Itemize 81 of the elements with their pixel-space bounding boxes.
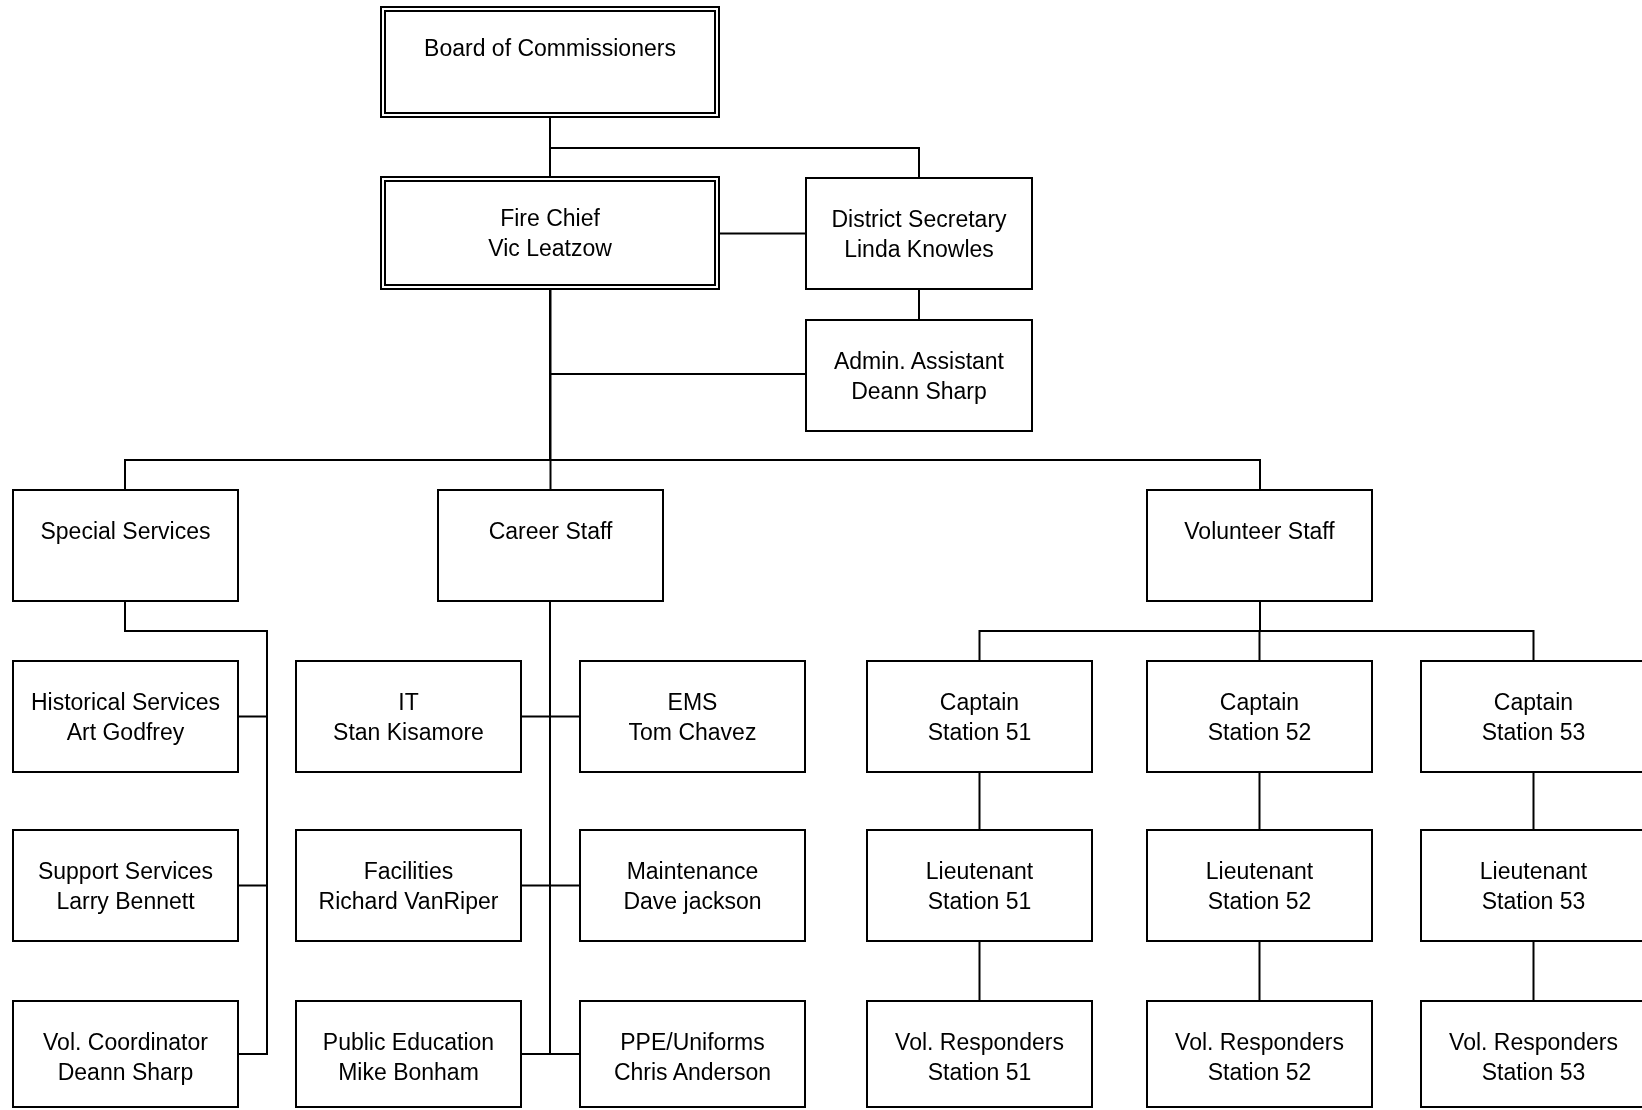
person-name: Stan Kisamore (332, 718, 485, 747)
org-box (1146, 489, 1373, 602)
role-title: Board of Commissioners (423, 34, 677, 63)
role-title: Facilities (362, 857, 455, 886)
org-box (1146, 660, 1373, 773)
org-box (1146, 829, 1373, 942)
role-title: Fire Chief (499, 204, 601, 233)
org-box (380, 176, 720, 290)
person-name: Station 53 (1480, 887, 1587, 916)
role-title: Public Education (321, 1028, 496, 1057)
org-box (805, 319, 1033, 432)
connector-line (978, 772, 981, 830)
role-title: EMS (666, 688, 719, 717)
org-box (295, 1000, 522, 1108)
role-title: Captain (1218, 688, 1301, 717)
connector-line (549, 289, 552, 490)
role-title: Career Staff (487, 517, 614, 546)
role-title: Vol. Responders (1174, 1028, 1345, 1057)
role-title: Vol. Responders (1448, 1028, 1619, 1057)
org-box (866, 1000, 1093, 1108)
person-name: Linda Knowles (843, 235, 995, 264)
connector-line (719, 232, 806, 235)
connector-line (978, 941, 981, 1001)
role-title: Captain (938, 688, 1021, 717)
role-title: Special Services (39, 517, 212, 546)
person-name: Station 51 (926, 887, 1033, 916)
connector-line (1258, 772, 1261, 830)
role-title: Lieutenant (1478, 857, 1589, 886)
person-name: Station 53 (1480, 1058, 1587, 1087)
org-box (579, 1000, 806, 1108)
org-box (805, 177, 1033, 290)
org-box (437, 489, 664, 602)
org-box (12, 660, 239, 773)
role-title: Support Services (36, 857, 215, 886)
connector-line (918, 289, 920, 320)
role-title: Lieutenant (1204, 857, 1315, 886)
org-box (866, 660, 1093, 773)
role-title: Captain (1492, 688, 1575, 717)
person-name: Deann Sharp (850, 377, 988, 406)
org-box (380, 6, 720, 118)
person-name: Larry Bennett (55, 887, 196, 916)
connector-line (1532, 941, 1535, 1001)
role-title: Vol. Responders (894, 1028, 1065, 1057)
person-name: Art Godfrey (65, 718, 186, 747)
person-name: Station 53 (1480, 718, 1587, 747)
role-title: District Secretary (830, 205, 1008, 234)
org-box (295, 829, 522, 942)
org-box (1146, 1000, 1373, 1108)
person-name: Chris Anderson (612, 1058, 773, 1087)
person-name: Deann Sharp (56, 1058, 195, 1087)
connector-line (1258, 941, 1261, 1001)
org-box (1420, 829, 1642, 942)
person-name: Vic Leatzow (487, 234, 613, 263)
person-name: Tom Chavez (627, 718, 758, 747)
person-name: Station 52 (1206, 887, 1313, 916)
org-box (12, 1000, 239, 1108)
org-box (12, 829, 239, 942)
role-title: Vol. Coordinator (42, 1028, 209, 1057)
role-title: PPE/Uniforms (619, 1028, 766, 1057)
org-box (866, 829, 1093, 942)
person-name: Station 51 (926, 1058, 1033, 1087)
org-box (12, 489, 239, 602)
org-box (579, 660, 806, 773)
role-title: Admin. Assistant (833, 347, 1005, 376)
role-title: Volunteer Staff (1183, 517, 1336, 546)
org-box (295, 660, 522, 773)
org-box (1420, 1000, 1642, 1108)
org-box (579, 829, 806, 942)
person-name: Dave jackson (622, 887, 763, 916)
person-name: Mike Bonham (337, 1058, 480, 1087)
person-name: Station 51 (926, 718, 1033, 747)
person-name: Station 52 (1206, 1058, 1313, 1087)
connector-line (1259, 601, 1535, 661)
org-box (1420, 660, 1642, 773)
role-title: IT (397, 688, 420, 717)
role-title: Lieutenant (924, 857, 1035, 886)
person-name: Richard VanRiper (317, 887, 500, 916)
role-title: Maintenance (625, 857, 760, 886)
connector-line (1532, 772, 1535, 830)
person-name: Station 52 (1206, 718, 1313, 747)
role-title: Historical Services (29, 688, 222, 717)
